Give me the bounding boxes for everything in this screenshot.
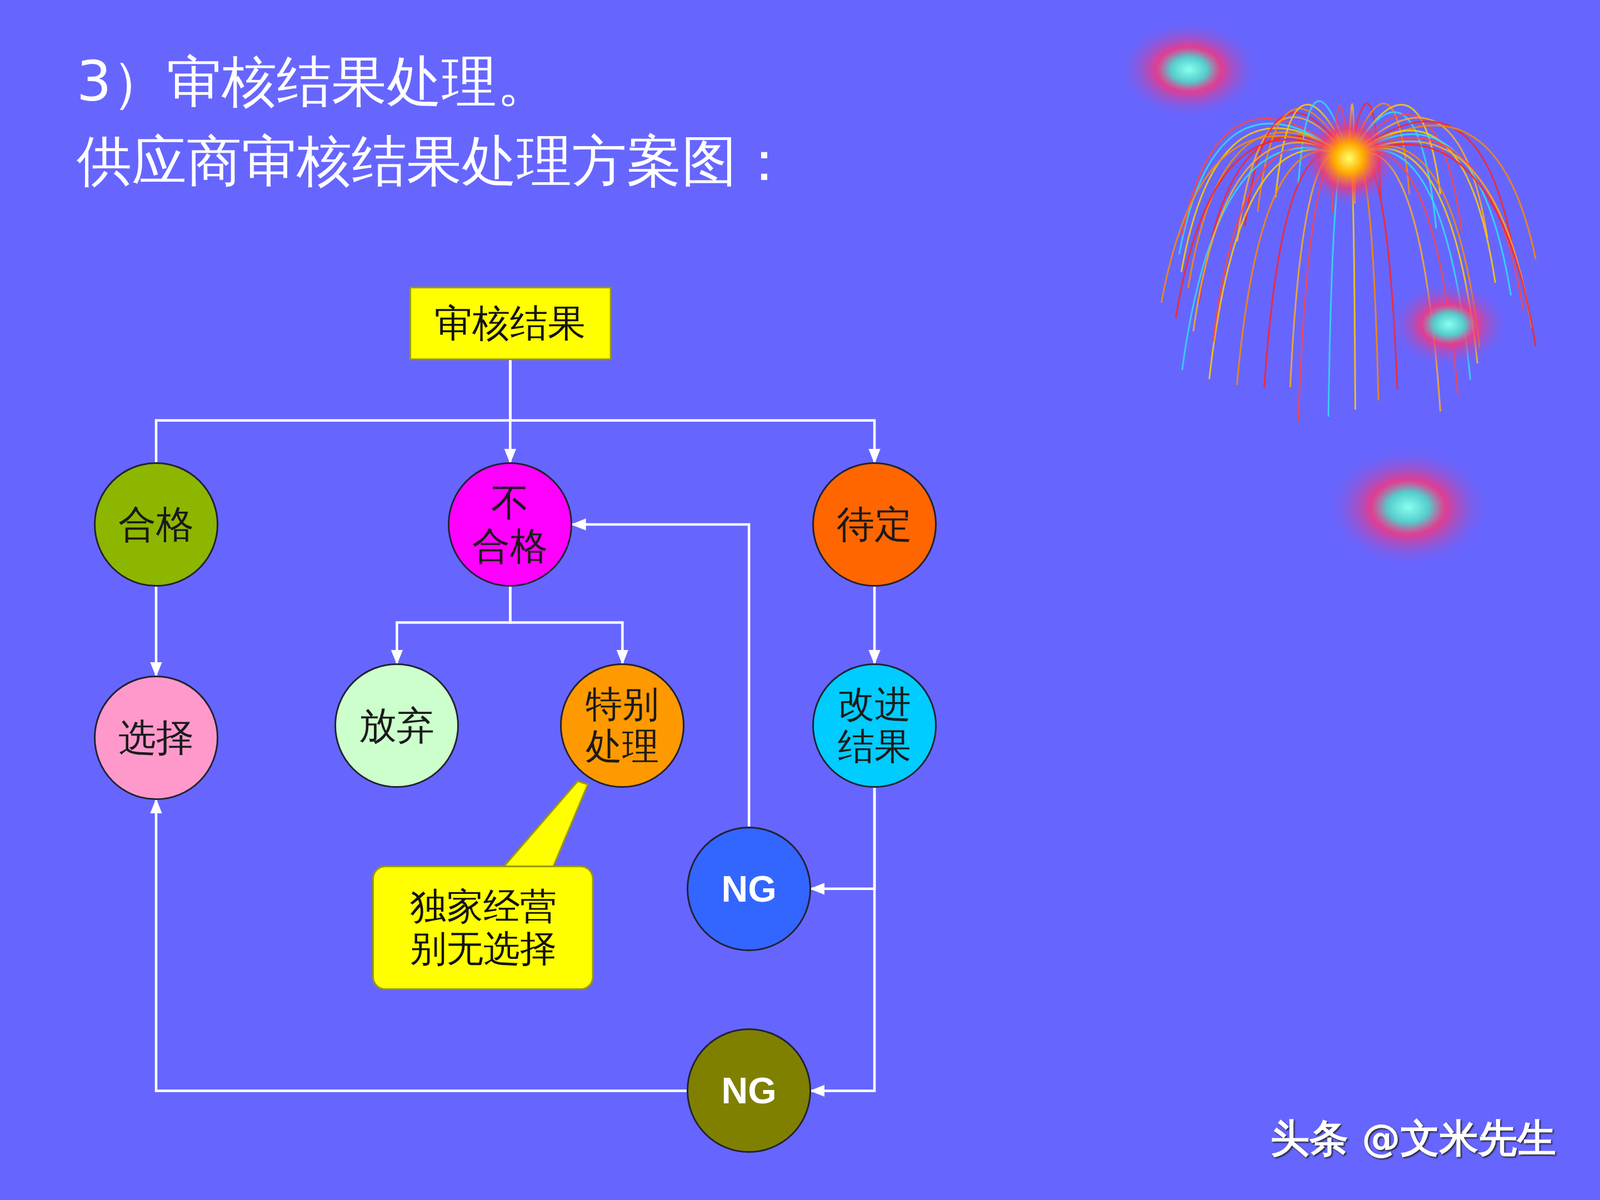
flow-arrow bbox=[811, 787, 875, 889]
flow-arrow bbox=[156, 800, 687, 1091]
flow-arrow bbox=[873, 586, 877, 664]
flow-arrow bbox=[156, 360, 510, 463]
improve-circle: 改进 结果 bbox=[812, 663, 937, 788]
slide-title: 3）审核结果处理。 bbox=[76, 51, 552, 112]
node-text: 放弃 bbox=[358, 703, 435, 748]
abandon-circle: 放弃 bbox=[334, 663, 459, 788]
circle-shape bbox=[94, 676, 218, 799]
glow-dot bbox=[1387, 280, 1510, 369]
node-text: 选择 bbox=[118, 716, 194, 760]
slide-subtitle: 供应商审核结果处理方案图： bbox=[76, 130, 792, 192]
firework-burst bbox=[1161, 101, 1537, 422]
node-text: 不 合格 bbox=[472, 481, 548, 568]
callout-pointer bbox=[502, 781, 588, 868]
result-box: 审核结果 bbox=[409, 286, 612, 360]
node-text: 改进 结果 bbox=[837, 683, 912, 768]
flow-arrow bbox=[510, 360, 875, 463]
circle-shape bbox=[448, 463, 572, 587]
firework-core bbox=[1298, 108, 1399, 209]
circle-shape bbox=[813, 663, 937, 787]
node-text: NG bbox=[721, 867, 777, 910]
circle-shape bbox=[561, 663, 684, 787]
glow-dot bbox=[1325, 446, 1492, 569]
box-shape bbox=[410, 287, 611, 360]
circle-shape bbox=[687, 1029, 811, 1153]
watermark: 头条 @文米先生 bbox=[1270, 1117, 1557, 1160]
pending-circle: 待定 bbox=[812, 462, 937, 587]
circle-shape bbox=[94, 463, 218, 587]
glow-dot bbox=[1116, 19, 1262, 120]
flow-arrow bbox=[811, 787, 875, 1092]
flow-arrow bbox=[510, 586, 623, 664]
callout-box: 独家经营 别无选择 bbox=[372, 865, 594, 990]
node-text: 审核结果 bbox=[434, 301, 586, 345]
circle-shape bbox=[813, 463, 937, 587]
node-text: NG bbox=[721, 1069, 777, 1112]
node-text: 独家经营 别无选择 bbox=[410, 885, 557, 970]
ng-circle: NG bbox=[686, 826, 812, 952]
select-circle: 选择 bbox=[93, 675, 219, 800]
node-text: 合格 bbox=[118, 502, 194, 547]
node-text: 特别 处理 bbox=[585, 683, 659, 768]
flow-arrow bbox=[396, 586, 510, 664]
node-text: 待定 bbox=[836, 502, 913, 547]
circle-shape bbox=[687, 827, 811, 950]
box-shape bbox=[373, 866, 594, 989]
ng-circle: NG bbox=[686, 1028, 812, 1153]
circle-shape bbox=[335, 663, 459, 787]
pass-circle: 合格 bbox=[93, 462, 219, 587]
special-circle: 特别 处理 bbox=[560, 663, 685, 788]
flow-arrow bbox=[155, 586, 158, 676]
fail-circle: 不 合格 bbox=[447, 462, 573, 587]
